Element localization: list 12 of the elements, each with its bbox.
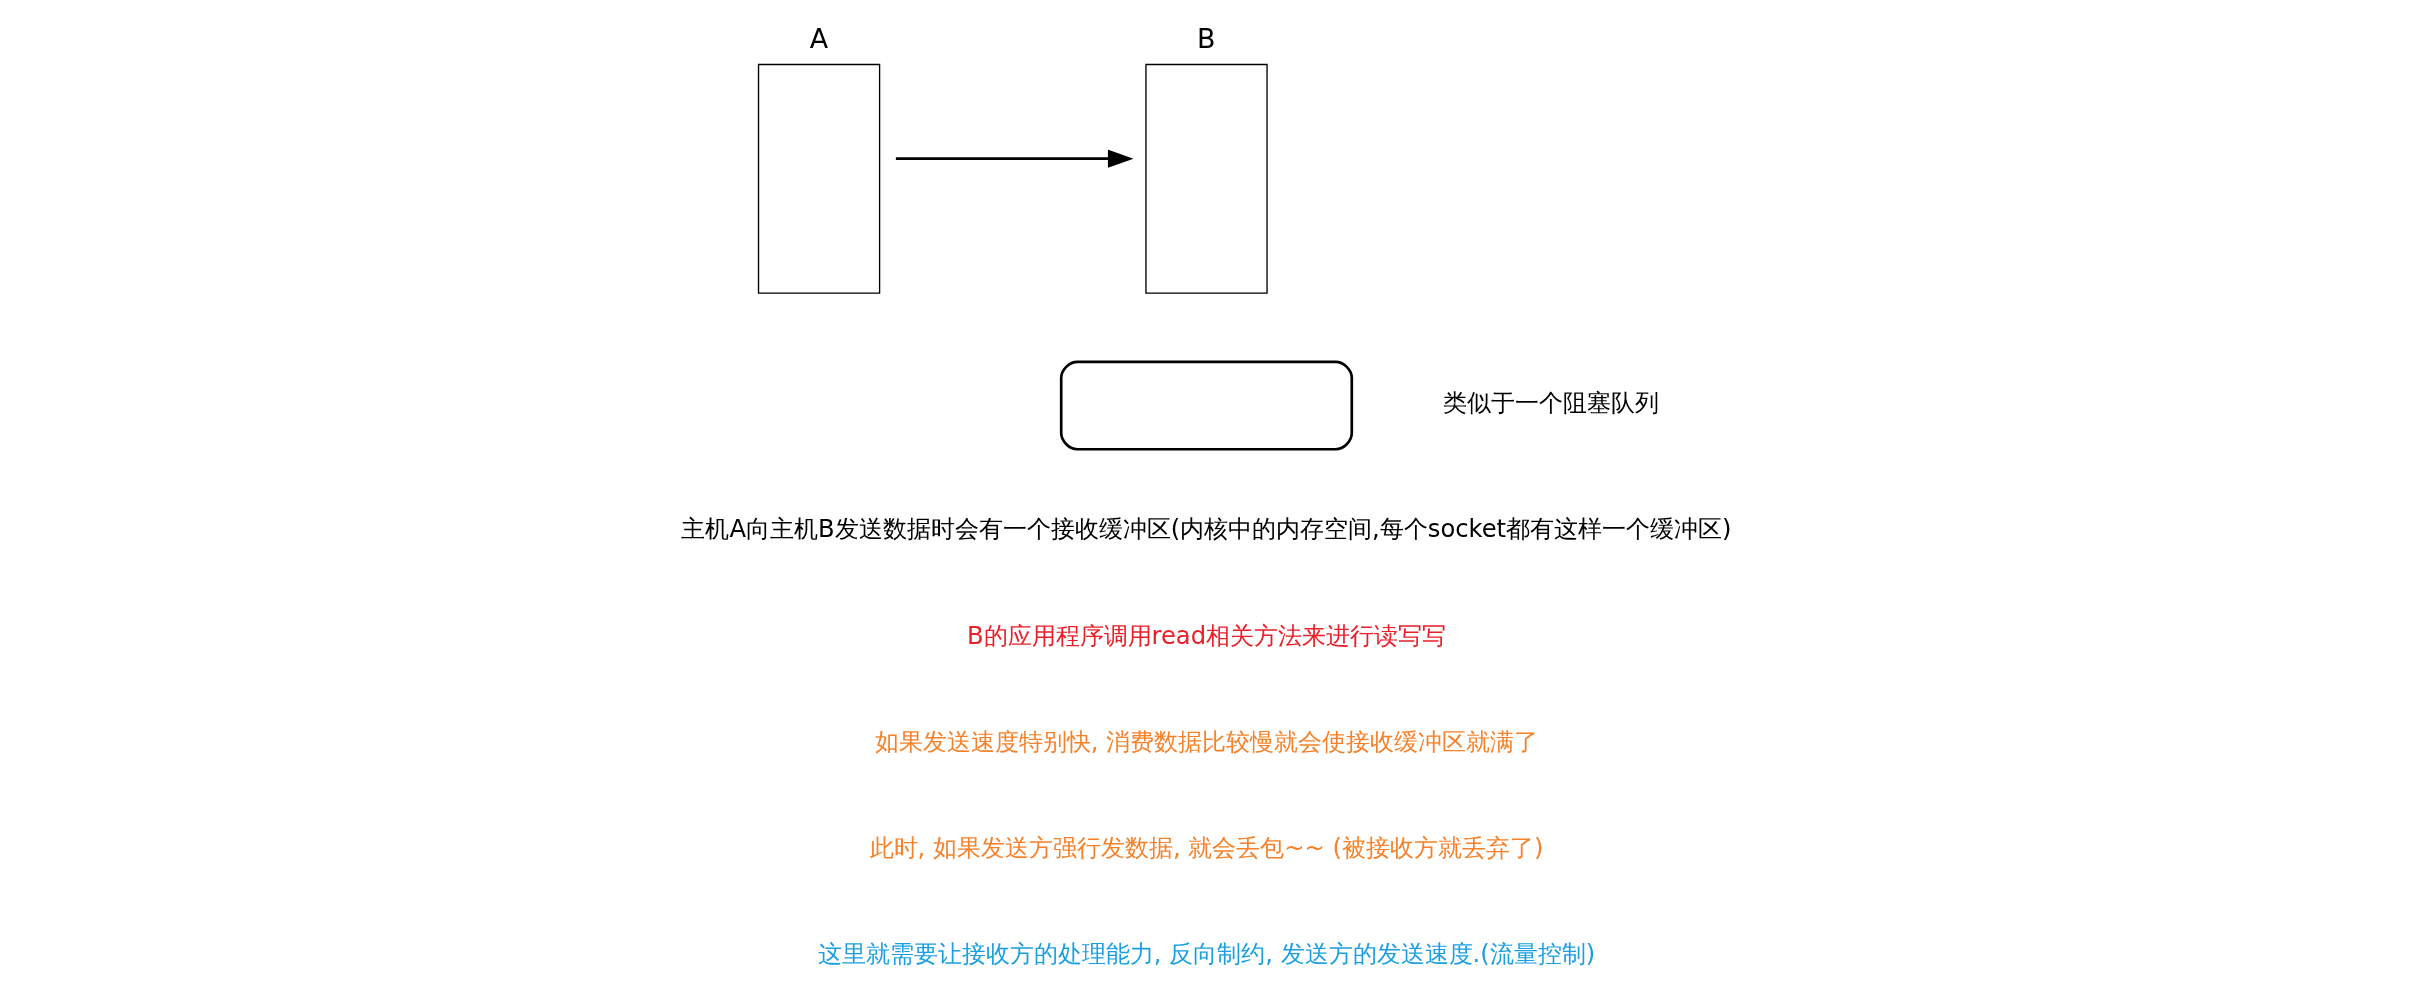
node-label: 类似于一个阻塞队列 — [1442, 389, 1659, 418]
label: 主机A向主机B发送数据时会有一个接收缓冲区(内核中的内存空间,每个socket都有这样一个缓冲区) — [681, 515, 1731, 544]
label: B的应用程序调用read相关方法来进行读写写 — [966, 621, 1446, 650]
label: 此时, 如果发送方强行发数据, 就会丢包~~ (被接收方就丢弃了) — [869, 834, 1543, 863]
node-label: B — [1196, 23, 1216, 55]
arrow — [895, 149, 1133, 168]
node-label: A — [809, 23, 828, 55]
node-box — [1059, 360, 1353, 451]
label: 这里就需要让接收方的处理能力, 反向制约, 发送方的发送速度.(流量控制) — [817, 940, 1595, 969]
label: 如果发送速度特别快, 消费数据比较慢就会使接收缓冲区就满了 — [874, 727, 1538, 756]
node-box — [1144, 63, 1268, 294]
node-box — [757, 63, 880, 294]
